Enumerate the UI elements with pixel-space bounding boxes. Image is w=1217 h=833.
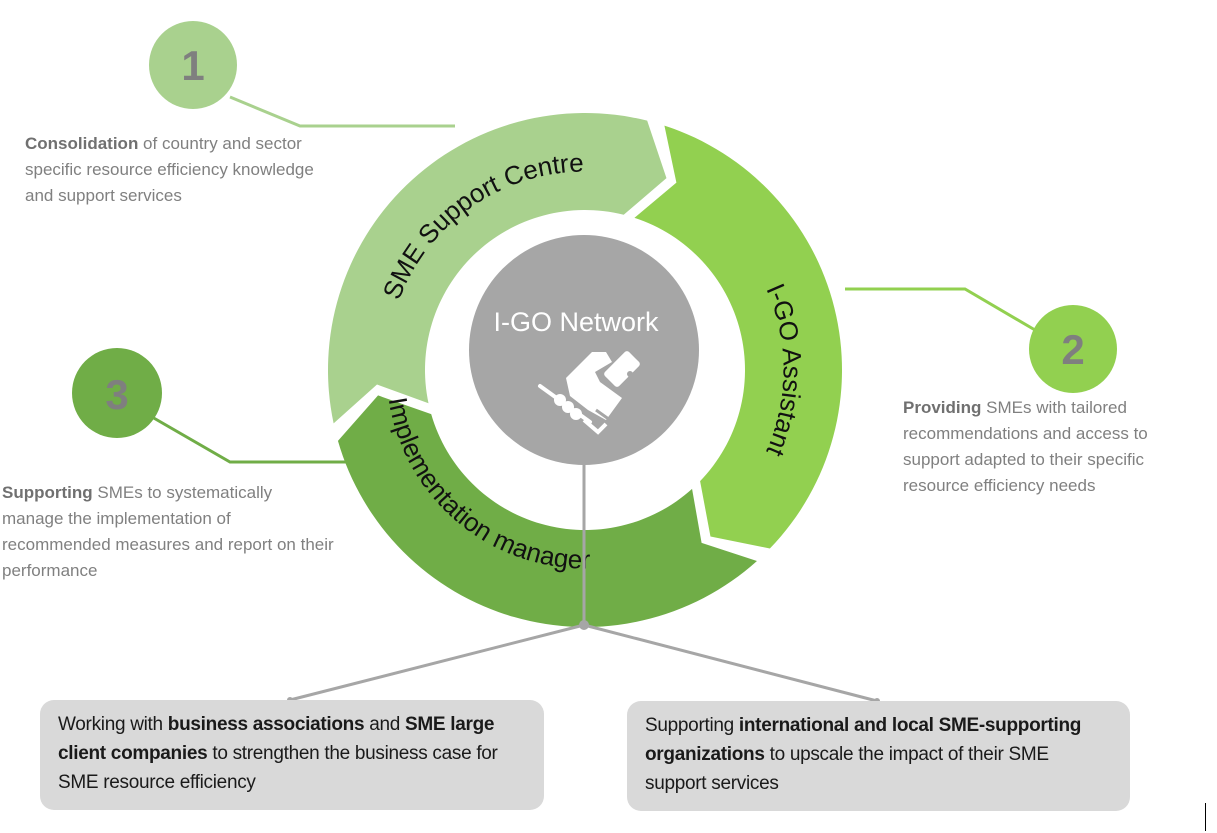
callout-3-description: Supporting SMEs to systematically manage… xyxy=(2,480,337,584)
callout-3-text: SMEs to systematically manage the implem… xyxy=(2,483,334,580)
callout-3-connector xyxy=(151,415,358,464)
callout-1-text: of country and sector specific resource … xyxy=(25,134,314,205)
info-box-business-associations: Working with business associations and S… xyxy=(40,700,544,810)
info-box-sme-supporting-organizations: Supporting international and local SME-s… xyxy=(627,701,1130,811)
info-box-0-text-part: to strengthen the business case for SME … xyxy=(58,743,498,793)
info-box-0-text-part: SME large client companies xyxy=(58,714,495,764)
ring-segment-igo-assistant xyxy=(634,125,842,549)
ring-segment-sme-support-centre xyxy=(327,112,667,424)
callout-3-number: 3 xyxy=(105,371,128,418)
handshake-icon xyxy=(538,351,640,435)
callout-2-number: 2 xyxy=(1061,326,1084,373)
info-box-0-text-part: and xyxy=(364,714,406,735)
callout-1-connector xyxy=(229,95,455,128)
info-box-0-text-part: Working with xyxy=(58,714,168,735)
info-box-1-text-part: to upscale the impact of their SME suppo… xyxy=(645,744,1049,794)
callout-2-description: Providing SMEs with tailored recommendat… xyxy=(903,395,1203,499)
center-title: I-GO Network xyxy=(493,307,659,337)
callout-1-number: 1 xyxy=(181,42,204,89)
info-box-1-text-part: Supporting xyxy=(645,715,739,736)
callout-1-circle xyxy=(149,21,237,109)
callout-3-bold: Supporting xyxy=(2,483,93,502)
callout-2-bold: Providing xyxy=(903,398,982,417)
text-cursor xyxy=(1205,803,1206,831)
callout-1-bold: Consolidation xyxy=(25,134,139,153)
callout-2-circle xyxy=(1029,305,1117,393)
callout-2-connector xyxy=(845,287,1036,332)
callout-2-text: SMEs with tailored recommendations and a… xyxy=(903,398,1148,495)
callout-3-circle xyxy=(72,348,162,438)
info-box-0-text-part: business associations xyxy=(167,714,365,735)
ring-segment-implementation-manager xyxy=(337,395,757,628)
center-circle xyxy=(469,235,699,465)
callout-1-description: Consolidation of country and sector spec… xyxy=(25,131,315,209)
info-box-1-text-part: international and local SME-supporting o… xyxy=(645,715,1082,765)
connector-left xyxy=(289,623,585,702)
connector-right xyxy=(583,623,878,703)
